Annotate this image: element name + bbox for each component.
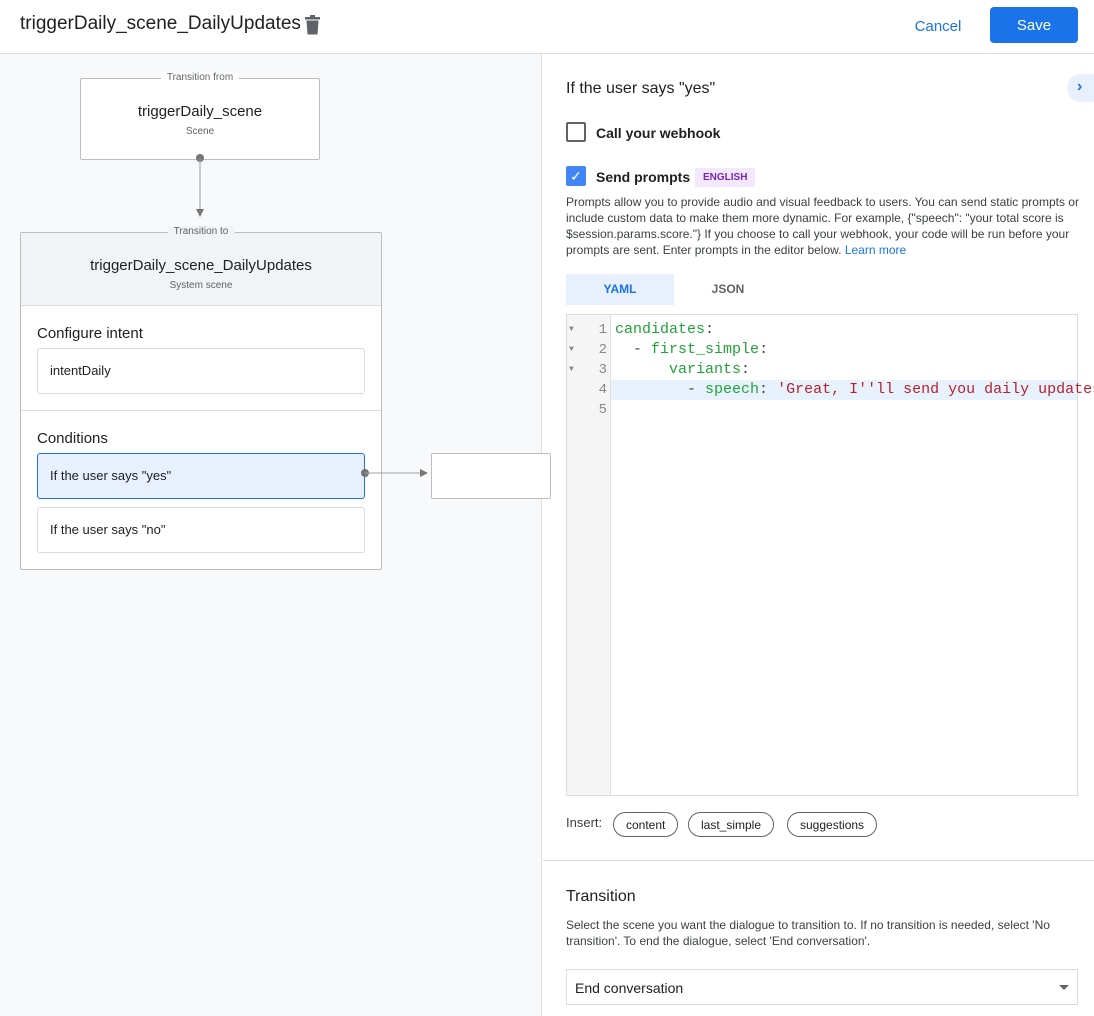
node-type: Scene	[185, 126, 215, 137]
node-label: Transition to	[167, 226, 235, 237]
target-node[interactable]	[431, 453, 551, 499]
code-punct: :	[741, 361, 751, 378]
fold-icon[interactable]: ▼	[569, 365, 574, 374]
condition-no[interactable]: If the user says "no"	[37, 507, 365, 553]
code-punct: -	[687, 381, 706, 398]
divider	[543, 860, 1094, 861]
condition-panel: If the user says "yes" › Call your webho…	[543, 54, 1094, 1016]
insert-chip-last-simple[interactable]: last_simple	[688, 812, 775, 837]
send-prompts-label: Send prompts	[596, 169, 691, 185]
intent-item[interactable]: intentDaily	[37, 348, 365, 394]
connector-arrow	[196, 154, 204, 217]
tab-yaml[interactable]: YAML	[566, 274, 674, 305]
condition-arrow	[361, 469, 428, 477]
tab-json[interactable]: JSON	[711, 282, 745, 296]
code-punct: -	[633, 341, 652, 358]
code-key: variants	[669, 361, 742, 378]
insert-chip-content[interactable]: content	[613, 812, 679, 837]
code-key: speech	[705, 381, 760, 398]
line-number: 3	[598, 362, 607, 378]
transition-select[interactable]: End conversation	[566, 969, 1078, 1005]
node-name: triggerDaily_scene_DailyUpdates	[90, 257, 312, 274]
fold-icon[interactable]: ▼	[569, 325, 574, 334]
language-badge: ENGLISH	[695, 168, 756, 187]
check-icon: ✓	[570, 168, 582, 184]
line-number: 5	[598, 402, 607, 418]
insert-chip-suggestions[interactable]: suggestions	[787, 812, 878, 837]
code-key: first_simple	[651, 341, 760, 358]
page-title: triggerDaily_scene_DailyUpdates	[20, 13, 301, 34]
cancel-button[interactable]: Cancel	[903, 9, 973, 43]
chevron-right-icon[interactable]: ›	[1067, 74, 1094, 102]
node-type: System scene	[169, 280, 233, 291]
insert-label: Insert:	[566, 815, 603, 830]
scene-canvas: Transition from triggerDaily_scene Scene…	[0, 54, 551, 1016]
code-punct: :	[759, 341, 769, 358]
webhook-checkbox[interactable]	[566, 122, 586, 142]
code-punct: :	[759, 381, 769, 398]
prompts-description: Prompts allow you to provide audio and v…	[566, 194, 1086, 258]
node-name: triggerDaily_scene	[137, 103, 263, 120]
dropdown-arrow-icon	[1059, 985, 1069, 990]
line-number: 2	[598, 342, 607, 358]
learn-more-link[interactable]: Learn more	[844, 243, 907, 257]
code-punct: :	[705, 321, 715, 338]
line-number: 4	[598, 382, 607, 398]
transition-heading: Transition	[566, 888, 636, 905]
save-button[interactable]: Save	[990, 7, 1078, 43]
conditions-heading: Conditions	[37, 430, 108, 447]
code-editor[interactable]: ▼ 1 candidates: ▼ 2 - first_simple: ▼ 3 vari…	[566, 314, 1094, 796]
transition-selected-value: End conversation	[575, 980, 684, 996]
panel-title: If the user says "yes"	[566, 80, 716, 97]
fold-icon[interactable]: ▼	[569, 345, 574, 354]
line-number: 1	[598, 322, 607, 338]
webhook-label: Call your webhook	[596, 125, 721, 141]
code-string: 'Great, I''ll send you daily updates.	[777, 381, 1094, 398]
description-text: Prompts allow you to provide audio and v…	[566, 195, 1079, 257]
transition-description: Select the scene you want the dialogue t…	[566, 918, 1050, 948]
trash-icon[interactable]	[304, 15, 321, 35]
send-prompts-checkbox[interactable]: ✓	[566, 166, 586, 186]
header: triggerDaily_scene_DailyUpdates Cancel S…	[0, 0, 1094, 54]
node-label: Transition from	[160, 72, 240, 83]
configure-intent-heading: Configure intent	[37, 325, 143, 342]
transition-to-node: Transition to triggerDaily_scene_DailyUp…	[20, 226, 382, 570]
transition-from-node[interactable]: Transition from triggerDaily_scene Scene	[80, 72, 320, 160]
condition-yes[interactable]: If the user says "yes"	[37, 453, 365, 499]
code-key: candidates	[615, 321, 706, 338]
